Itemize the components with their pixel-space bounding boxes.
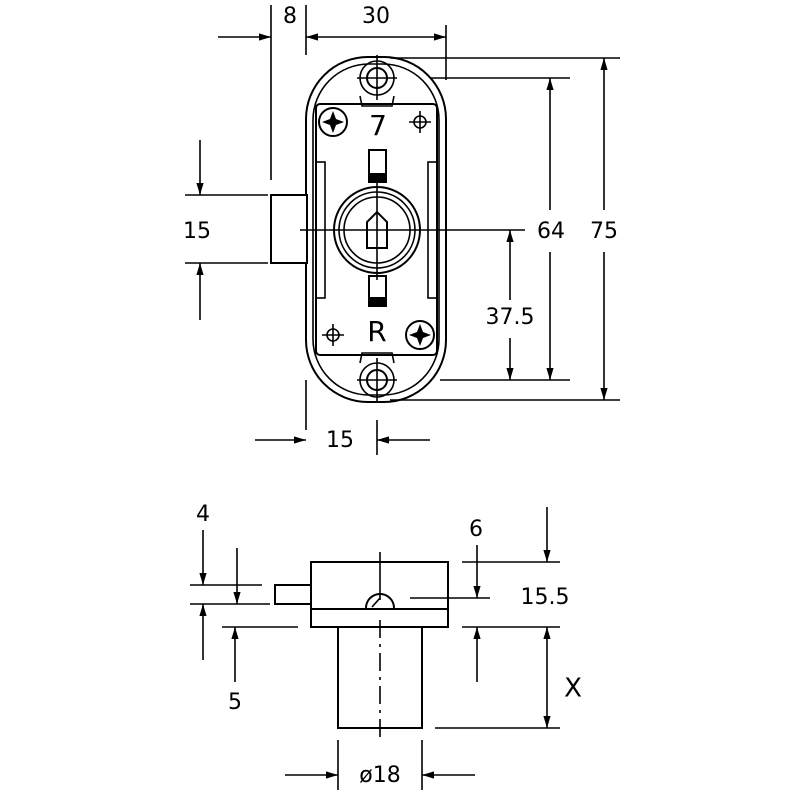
crosshair-bottom-left [322,324,344,346]
lower-indicator-band [368,298,387,307]
right-hand-mark: R [367,315,386,348]
top-view-dimensions: 8 30 64 75 37.5 15 15 [183,4,620,455]
dim-64: 64 [537,219,565,244]
dim-diameter-18: ø18 [359,763,400,788]
dim-15-5: 15.5 [521,585,570,610]
crosshair-top-right [409,111,431,133]
screw-top-left [318,107,348,137]
left-hand-mark: 7 [369,109,387,142]
upper-indicator-band [368,174,387,183]
bolt-side [274,584,312,605]
dim-15-center: 15 [326,428,354,453]
bolt [270,194,308,264]
screw-bottom-right [405,320,435,350]
dim-4: 4 [196,502,210,527]
bottom-mounting-hole [357,352,397,402]
dim-75: 75 [590,219,618,244]
side-view [274,552,449,740]
key-cylinder [300,180,460,280]
dim-15-bolt: 15 [183,219,211,244]
dim-37-5: 37.5 [486,305,535,330]
side-view-dimensions: 4 5 6 15.5 X ø18 [190,502,582,790]
dim-8: 8 [283,4,297,29]
dim-5: 5 [228,690,242,715]
dim-x: X [564,674,582,704]
keyway-icon [366,210,388,249]
dim-30: 30 [362,4,390,29]
dim-6: 6 [469,517,483,542]
top-mounting-hole [357,55,397,107]
top-view: 7 R [270,55,460,403]
